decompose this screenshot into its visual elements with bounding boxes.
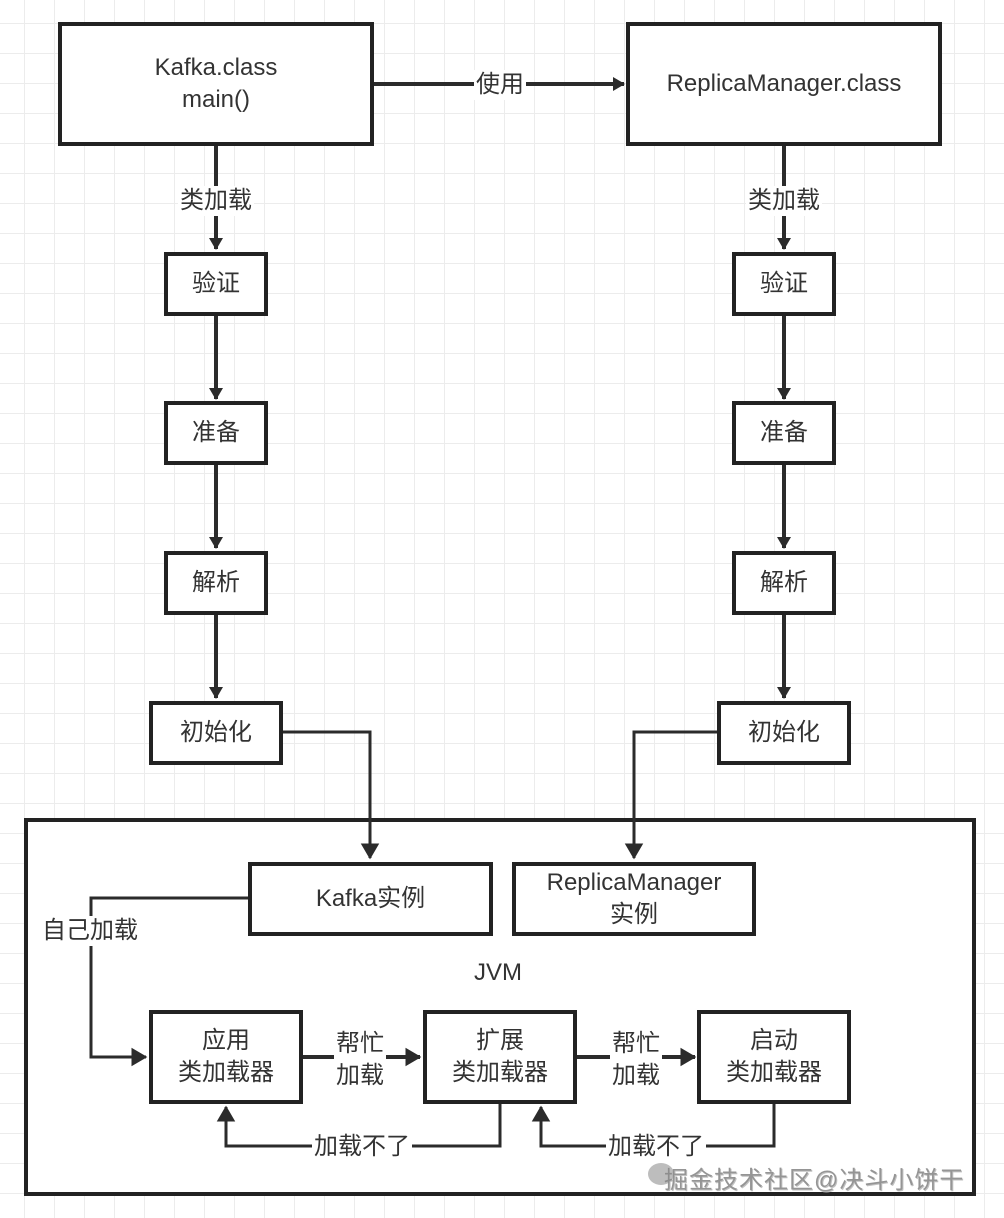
right-step-initialize[interactable]: 初始化 [717, 701, 851, 765]
ext-classloader-label-1: 扩展 [476, 1027, 524, 1054]
jvm-label: JVM [474, 959, 522, 986]
replica-manager-instance-box[interactable]: ReplicaManager 实例 [512, 862, 756, 936]
edge-label-delegate-2: 帮忙 加载 [610, 1028, 662, 1092]
edge-label-right-classload: 类加载 [746, 186, 822, 216]
boot-classloader-label-1: 启动 [750, 1027, 798, 1054]
left-step-initialize-label: 初始化 [180, 719, 252, 746]
kafka-class-box[interactable]: Kafka.class main() [58, 22, 374, 146]
delegate-2-line-2: 加载 [612, 1062, 660, 1089]
left-step-resolve[interactable]: 解析 [164, 551, 268, 615]
right-step-resolve[interactable]: 解析 [732, 551, 836, 615]
app-classloader-label-1: 应用 [202, 1027, 250, 1054]
replica-manager-instance-sublabel: 实例 [609, 901, 658, 928]
edge-label-self-load: 自己加载 [40, 916, 140, 946]
delegate-2-line-1: 帮忙 [612, 1030, 660, 1057]
edge-label-fallback-1: 加载不了 [312, 1132, 412, 1162]
right-step-resolve-label: 解析 [760, 569, 808, 596]
edge-left-init-instance [282, 730, 377, 859]
kafka-instance-label: Kafka实例 [315, 885, 426, 912]
right-step-prepare[interactable]: 准备 [732, 401, 836, 465]
edge-label-left-classload: 类加载 [178, 186, 254, 216]
boot-classloader-box[interactable]: 启动 类加载器 [697, 1010, 851, 1104]
left-step-verify-label: 验证 [192, 270, 240, 297]
right-step-verify-label: 验证 [760, 270, 808, 297]
kafka-instance-box[interactable]: Kafka实例 [248, 862, 493, 936]
left-step-prepare-label: 准备 [192, 419, 240, 446]
edge-self-load-inner [89, 896, 248, 1067]
edge-label-delegate-1: 帮忙 加载 [334, 1028, 386, 1092]
edge-label-fallback-2: 加载不了 [606, 1132, 706, 1162]
ext-classloader-label-2: 类加载器 [452, 1059, 548, 1086]
kafka-class-label: Kafka.class [154, 54, 278, 81]
right-step-initialize-label: 初始化 [748, 719, 820, 746]
ext-classloader-box[interactable]: 扩展 类加载器 [423, 1010, 577, 1104]
right-step-prepare-label: 准备 [760, 419, 808, 446]
wechat-icon [648, 1163, 674, 1185]
watermark-text: 掘金技术社区@决斗小饼干 [664, 1167, 965, 1194]
left-step-verify[interactable]: 验证 [164, 252, 268, 316]
delegate-1-line-1: 帮忙 [336, 1030, 384, 1057]
edge-right-init-instance [627, 730, 718, 859]
replica-manager-class-label: ReplicaManager.class [666, 70, 902, 97]
kafka-main-label: main() [181, 86, 250, 113]
replica-manager-instance-label: ReplicaManager [546, 869, 722, 896]
edge-label-uses: 使用 [474, 70, 526, 100]
left-step-resolve-label: 解析 [192, 569, 240, 596]
boot-classloader-label-2: 类加载器 [726, 1059, 822, 1086]
replica-manager-class-box[interactable]: ReplicaManager.class [626, 22, 942, 146]
app-classloader-label-2: 类加载器 [178, 1059, 274, 1086]
app-classloader-box[interactable]: 应用 类加载器 [149, 1010, 303, 1104]
left-step-initialize[interactable]: 初始化 [149, 701, 283, 765]
left-step-prepare[interactable]: 准备 [164, 401, 268, 465]
right-step-verify[interactable]: 验证 [732, 252, 836, 316]
delegate-1-line-2: 加载 [336, 1062, 384, 1089]
